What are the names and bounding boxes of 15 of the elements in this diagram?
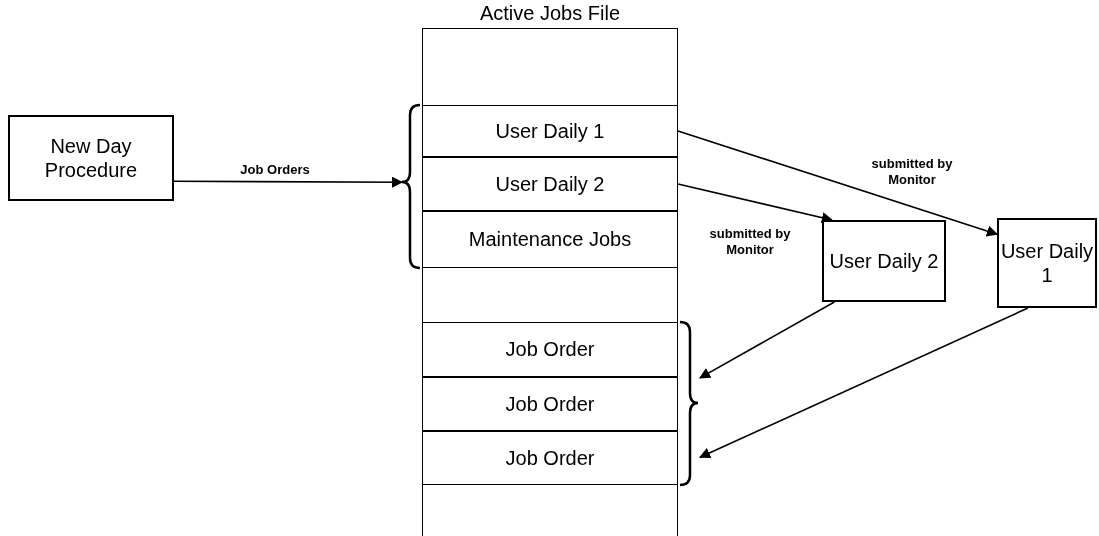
- table-row: Job Order: [422, 377, 678, 431]
- arrow: [699, 307, 1029, 459]
- process-box: User Daily 1: [997, 218, 1097, 308]
- arrow: [677, 130, 999, 237]
- table-row: User Daily 1: [422, 105, 678, 157]
- table-row: Job Order: [422, 431, 678, 485]
- process-box: New Day Procedure: [8, 115, 174, 201]
- table-row: Job Order: [422, 322, 678, 377]
- arrow: [677, 183, 833, 224]
- table-row: User Daily 2: [422, 157, 678, 211]
- process-box: User Daily 2: [822, 220, 946, 302]
- table-title: Active Jobs File: [478, 2, 622, 25]
- arrow: [699, 301, 836, 379]
- arrow: [173, 176, 404, 188]
- table-row: Maintenance Jobs: [422, 211, 678, 268]
